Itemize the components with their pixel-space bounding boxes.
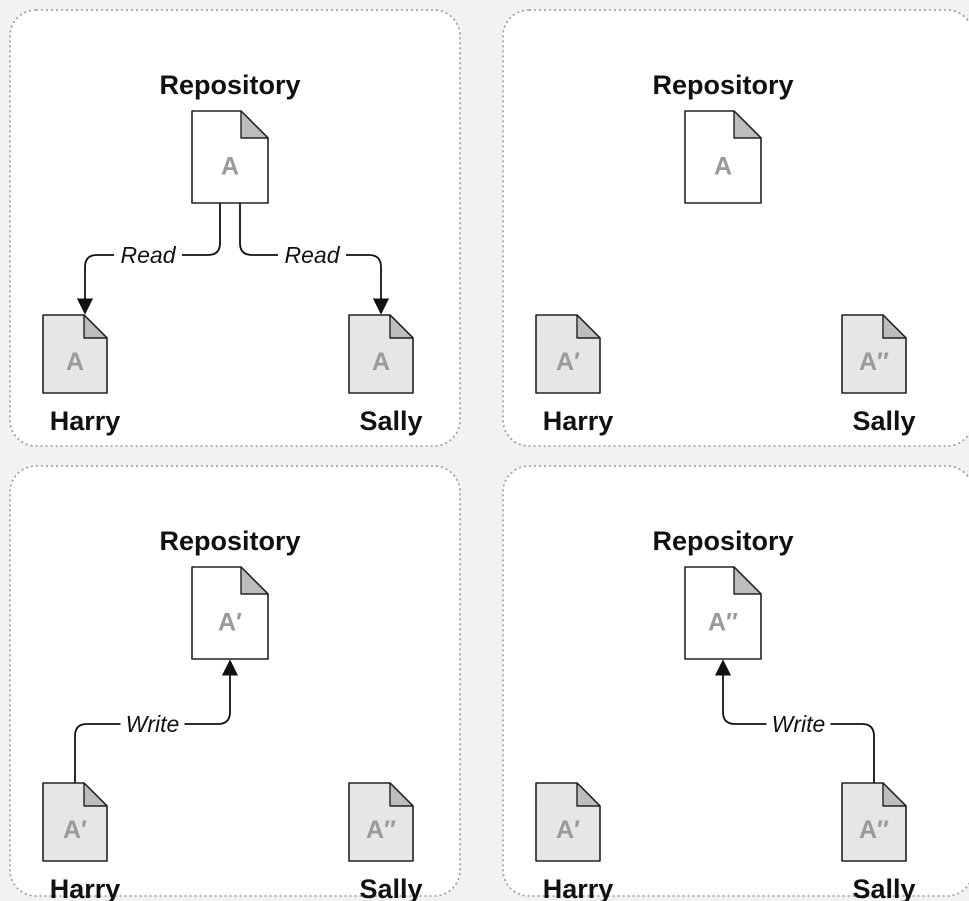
harry-file-icon: A′ — [42, 782, 108, 862]
edge-write-sally-to-repository: Write — [714, 659, 875, 783]
harry-label: Harry — [50, 874, 121, 901]
harry-file-icon-file-label: A′ — [556, 348, 580, 376]
sally-file-icon-fold — [389, 314, 414, 339]
sally-file-icon: A — [348, 314, 414, 394]
edge-write-harry-to-repository: Write — [74, 659, 239, 783]
repository-file-icon-file-label: A — [221, 152, 239, 180]
edge-label: Read — [121, 242, 177, 268]
sally-file-icon: A″ — [841, 782, 907, 862]
repository-file-icon: A′ — [191, 566, 269, 660]
edge-label-gap — [278, 241, 346, 269]
sally-file-icon-file-label: A″ — [366, 816, 396, 844]
sally-file-icon: A″ — [841, 314, 907, 394]
harry-label: Harry — [543, 406, 614, 436]
panel-frame — [9, 465, 461, 897]
repository-file-icon: A — [191, 110, 269, 204]
repository-file-icon-fold — [240, 566, 269, 595]
repository-file-icon-file-label: A′ — [218, 608, 242, 636]
edge-label: Read — [285, 242, 341, 268]
sally-label: Sally — [359, 406, 422, 436]
harry-file-icon: A′ — [535, 782, 601, 862]
repository-file-icon-fold — [733, 110, 762, 139]
harry-label: Harry — [543, 874, 614, 901]
repository-file-icon: A — [684, 110, 762, 204]
harry-file-icon-file-label: A — [66, 348, 84, 376]
edge-label-gap — [766, 710, 831, 738]
sally-file-icon: A″ — [348, 782, 414, 862]
edge-read-repository-to-sally: Read — [239, 203, 390, 315]
repository-file-icon: A″ — [684, 566, 762, 660]
sally-file-icon-file-label: A″ — [859, 816, 889, 844]
harry-file-icon-fold — [576, 314, 601, 339]
sally-label: Sally — [852, 874, 915, 901]
repository-file-icon-file-label: A — [714, 152, 732, 180]
harry-file-icon-fold — [83, 314, 108, 339]
edge-label: Write — [126, 711, 180, 737]
harry-file-icon-file-label: A′ — [63, 816, 87, 844]
harry-file-icon-file-label: A′ — [556, 816, 580, 844]
sally-label: Sally — [359, 874, 422, 901]
panel-frame — [9, 9, 461, 447]
harry-file-icon: A′ — [535, 314, 601, 394]
sally-file-icon-fold — [882, 782, 907, 807]
repository-label: Repository — [652, 526, 793, 556]
sally-label: Sally — [852, 406, 915, 436]
repository-label: Repository — [159, 526, 300, 556]
harry-file-icon-fold — [83, 782, 108, 807]
edge-label-gap — [120, 710, 185, 738]
repository-file-icon-fold — [240, 110, 269, 139]
edge-label-gap — [114, 241, 182, 269]
repository-file-icon-file-label: A″ — [708, 608, 738, 636]
harry-file-icon: A — [42, 314, 108, 394]
repository-label: Repository — [159, 70, 300, 100]
sally-file-icon-fold — [389, 782, 414, 807]
sally-file-icon-file-label: A — [372, 348, 390, 376]
harry-file-icon-fold — [576, 782, 601, 807]
edge-read-repository-to-harry: Read — [76, 203, 221, 315]
edge-label: Write — [772, 711, 826, 737]
repository-file-icon-fold — [733, 566, 762, 595]
harry-label: Harry — [50, 406, 121, 436]
repository-label: Repository — [652, 70, 793, 100]
sally-file-icon-file-label: A″ — [859, 348, 889, 376]
sally-file-icon-fold — [882, 314, 907, 339]
